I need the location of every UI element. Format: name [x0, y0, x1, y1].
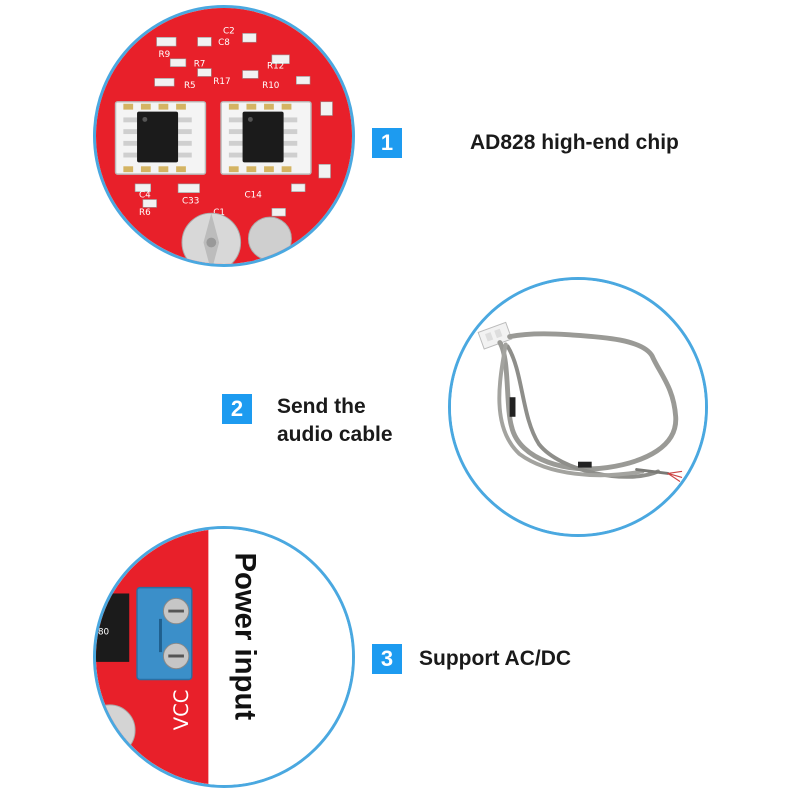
feature-3-label: Support AC/DC [419, 647, 572, 670]
capacitor-shape [181, 212, 292, 264]
silkscreen-r9: R9 [159, 50, 171, 60]
silkscreen-r5: R5 [184, 81, 196, 91]
silkscreen-r6: R6 [139, 208, 151, 218]
power-input-label: Power input [229, 552, 262, 720]
audio-cable-illustration [451, 280, 705, 534]
feature-1-label: AD828 high-end chip [470, 131, 679, 154]
feature-3: 3 Support AC/DC [372, 644, 571, 674]
feature-3-number-badge: 3 [372, 644, 402, 674]
silkscreen-r17: R17 [213, 77, 230, 87]
vcc-label: VCC [170, 690, 193, 731]
power-board-illustration: 80 VCC Power input [96, 529, 352, 785]
silkscreen-r7: R7 [194, 60, 206, 70]
power-terminal-block [136, 586, 193, 681]
silkscreen-r10: R10 [262, 81, 279, 91]
feature-1: 1 AD828 high-end chip [372, 128, 679, 158]
silkscreen-mark: 80 [98, 628, 109, 638]
feature-2-label: Send the audio cable [277, 395, 393, 446]
silkscreen-r12: R12 [267, 62, 284, 72]
ad828-chip-right [220, 101, 312, 175]
chip-board-illustration: R9 C8 C2 R12 R7 R17 R5 R10 C4 C14 R6 C33… [96, 8, 352, 264]
silkscreen-c8: C8 [218, 38, 230, 48]
feature-2-number-badge: 2 [222, 394, 252, 424]
silkscreen-c2: C2 [223, 26, 235, 36]
silkscreen-c4: C4 [139, 191, 151, 201]
silkscreen-c1: C1 [213, 208, 225, 218]
chip-board-photo: R9 C8 C2 R12 R7 R17 R5 R10 C4 C14 R6 C33… [93, 5, 355, 267]
silkscreen-c14: C14 [245, 191, 263, 201]
audio-cable-photo [448, 277, 708, 537]
feature-2: 2 Send the audio cable [222, 394, 393, 449]
power-board-photo: 80 VCC Power input [93, 526, 355, 788]
feature-1-number-badge: 1 [372, 128, 402, 158]
silkscreen-c33: C33 [182, 196, 199, 206]
ad828-chip-left [114, 101, 207, 175]
